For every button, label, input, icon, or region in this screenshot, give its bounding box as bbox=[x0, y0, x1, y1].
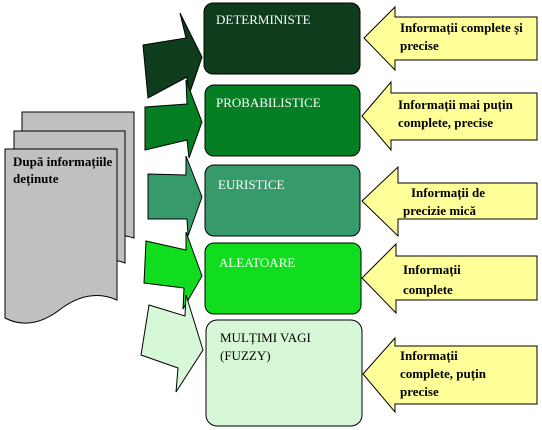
category-box-fuzzy bbox=[205, 319, 363, 427]
info-label-deterministe: Informații complete și precise bbox=[400, 20, 523, 53]
callout-aleatoare bbox=[361, 242, 538, 315]
arrows bbox=[140, 12, 204, 393]
category-label-fuzzy: MULȚIMI VAGI (FUZZY) bbox=[220, 330, 311, 363]
info-label-probabilistice: Informații mai puțin complete, precise bbox=[398, 97, 513, 130]
category-box-euristice bbox=[204, 164, 361, 237]
callout-fuzzy bbox=[362, 336, 538, 414]
category-label-euristice: EURISTICE bbox=[218, 177, 285, 192]
category-label-aleatoare: ALEATOARE bbox=[219, 255, 296, 270]
arrow-euristice bbox=[147, 155, 203, 237]
callout-euristice bbox=[361, 165, 538, 238]
info-label-fuzzy: Informații complete, puțin precise bbox=[400, 348, 486, 399]
category-box-probabilistice bbox=[204, 84, 361, 157]
info-label-euristice: Informații de precizie mică bbox=[403, 185, 486, 218]
category-box-deterministe bbox=[203, 2, 361, 75]
source-label: După informațiile deținute bbox=[13, 154, 113, 186]
arrow-fuzzy bbox=[140, 294, 204, 393]
arrow-deterministe bbox=[142, 12, 203, 99]
category-boxes bbox=[203, 2, 363, 427]
arrow-aleatoare bbox=[143, 231, 203, 310]
callout-probabilistice bbox=[361, 80, 538, 152]
category-box-aleatoare bbox=[204, 242, 362, 315]
category-label-deterministe: DETERMINISTE bbox=[216, 12, 311, 27]
info-label-aleatoare: Informații complete bbox=[403, 262, 461, 297]
callout-deterministe bbox=[363, 5, 538, 72]
info-callouts bbox=[361, 5, 538, 414]
arrow-probabilistice bbox=[144, 79, 203, 159]
document-stack bbox=[4, 111, 135, 324]
category-label-probabilistice: PROBABILISTICE bbox=[216, 95, 321, 110]
document-front bbox=[4, 148, 118, 324]
